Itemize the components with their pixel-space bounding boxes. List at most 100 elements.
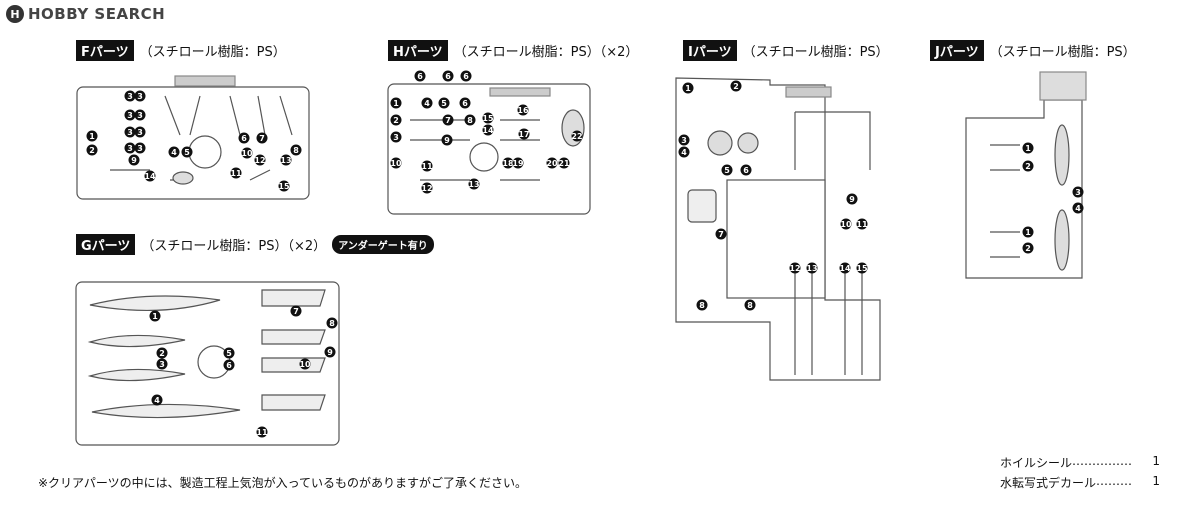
runner-i-center-box: [726, 179, 826, 299]
part-number-marker: [290, 305, 302, 317]
part-number-label: 4: [171, 148, 177, 157]
part-number-label: 4: [1075, 204, 1081, 213]
part-number-i-10: 10: [840, 218, 852, 230]
part-number-marker: [482, 112, 494, 124]
runner-i-frame: [675, 77, 881, 381]
part-number-j-2: 2: [1022, 160, 1034, 172]
panel-h-tag: Hパーツ: [388, 40, 448, 61]
part-number-label: 12: [254, 156, 265, 165]
runner-g-frame: [75, 281, 340, 446]
part-number-g-3: 3: [156, 358, 168, 370]
part-number-marker: [459, 97, 471, 109]
runner-g-part-8: [261, 329, 326, 345]
part-number-f-13: 13: [280, 154, 292, 166]
part-number-j-4: 4: [1072, 202, 1084, 214]
runner-h-parts: [410, 119, 540, 181]
part-number-label: 13: [280, 156, 291, 165]
part-number-h-18: 18: [502, 157, 514, 169]
part-number-marker: [223, 359, 235, 371]
part-number-marker: [678, 134, 690, 146]
part-number-marker: [839, 262, 851, 274]
part-number-j-1: 1: [1022, 226, 1034, 238]
runner-i-rails: [794, 270, 863, 375]
part-number-label: 7: [445, 116, 451, 125]
part-number-g-1: 1: [149, 310, 161, 322]
part-number-marker: [223, 347, 235, 359]
part-number-label: 1: [1025, 228, 1031, 237]
part-number-h-4: 4: [421, 97, 433, 109]
part-number-f-10: 10: [241, 147, 253, 159]
part-number-marker: [730, 80, 742, 92]
part-number-marker: [856, 218, 868, 230]
accessory-qty: 1: [1152, 474, 1160, 488]
logo-mark-icon: H: [6, 5, 24, 23]
part-number-h-16: 16: [517, 104, 529, 116]
part-number-marker: [421, 97, 433, 109]
part-number-marker: [682, 82, 694, 94]
part-number-marker: [464, 114, 476, 126]
panel-g-desc: （スチロール樹脂：PS）（×2）: [141, 239, 327, 254]
part-number-marker: [134, 142, 146, 154]
part-number-label: 12: [421, 184, 432, 193]
panel-g-title: Gパーツ （スチロール樹脂：PS）（×2） アンダーゲート有り: [76, 234, 434, 255]
part-number-marker: [518, 128, 530, 140]
part-number-marker: [151, 394, 163, 406]
part-number-marker: [744, 299, 756, 311]
panel-f-tag: Fパーツ: [76, 40, 134, 61]
part-number-label: 7: [259, 134, 265, 143]
part-number-f-3: 3: [124, 126, 136, 138]
runner-f-frame: [76, 86, 310, 200]
part-number-g-7: 7: [290, 305, 302, 317]
part-number-i-8: 8: [696, 299, 708, 311]
part-number-label: 11: [230, 169, 242, 178]
part-number-label: 10: [840, 220, 852, 229]
part-number-i-15: 15: [856, 262, 868, 274]
part-number-label: 3: [127, 128, 133, 137]
runner-i-wheel-1: [707, 130, 733, 156]
part-number-label: 1: [393, 99, 399, 108]
panel-j-tag: Jパーツ: [930, 40, 984, 61]
accessory-dots: ………: [1096, 474, 1133, 488]
runner-g-part-3: [87, 368, 186, 382]
part-number-marker: [460, 70, 472, 82]
part-number-label: 19: [512, 159, 524, 168]
part-number-marker: [128, 154, 140, 166]
part-number-label: 6: [462, 99, 468, 108]
part-number-label: 17: [518, 130, 529, 139]
part-number-marker: [390, 131, 402, 143]
part-number-label: 3: [127, 92, 133, 101]
part-number-marker: [149, 310, 161, 322]
runner-g-part-7: [261, 289, 326, 307]
part-number-marker: [156, 347, 168, 359]
part-number-g-5: 5: [223, 347, 235, 359]
part-number-i-8: 8: [744, 299, 756, 311]
part-number-marker: [715, 228, 727, 240]
part-number-marker: [144, 170, 156, 182]
part-number-marker: [740, 164, 752, 176]
part-number-label: 7: [718, 230, 724, 239]
panel-i-title: Iパーツ （スチロール樹脂：PS）: [683, 40, 889, 61]
part-number-h-13: 13: [468, 178, 480, 190]
part-number-label: 14: [839, 264, 851, 273]
accessory-row-decal: 水転写式デカール ……… 1: [1000, 474, 1160, 491]
part-number-marker: [324, 346, 336, 358]
part-number-marker: [256, 426, 268, 438]
part-number-i-1: 1: [682, 82, 694, 94]
part-number-h-19: 19: [512, 157, 524, 169]
part-number-label: 1: [685, 84, 691, 93]
part-number-i-6: 6: [740, 164, 752, 176]
part-number-h-5: 5: [438, 97, 450, 109]
part-number-label: 9: [327, 348, 333, 357]
part-number-marker: [806, 262, 818, 274]
part-number-marker: [571, 130, 583, 142]
runner-i-tab: [785, 86, 832, 98]
part-number-marker: [789, 262, 801, 274]
part-number-marker: [721, 164, 733, 176]
part-number-f-3: 3: [124, 109, 136, 121]
part-number-marker: [442, 70, 454, 82]
part-number-label: 6: [226, 361, 232, 370]
part-number-marker: [390, 97, 402, 109]
part-number-label: 21: [558, 159, 570, 168]
